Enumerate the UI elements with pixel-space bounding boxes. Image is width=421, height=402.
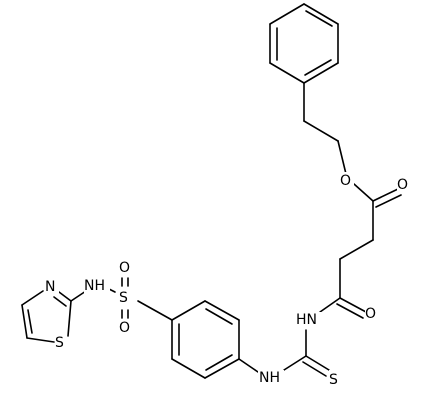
label-bg	[119, 290, 131, 308]
bond	[305, 355, 330, 371]
bond	[238, 358, 259, 373]
bond	[137, 300, 173, 321]
double-bond-second	[53, 296, 67, 307]
bond	[67, 300, 72, 337]
label-bg	[329, 370, 341, 386]
phenylene-ring	[171, 300, 240, 379]
label-bg	[340, 172, 354, 188]
atom-s-thiazole: S	[55, 335, 64, 351]
double-bond-inner	[205, 308, 233, 325]
bond	[58, 291, 72, 302]
bond	[171, 358, 206, 379]
double-bond-second	[302, 361, 327, 377]
atom-o-amide: O	[365, 306, 376, 322]
atom-nh-sulfonamide: NH	[84, 278, 105, 294]
bond	[21, 304, 28, 339]
bond	[339, 297, 367, 313]
bond	[26, 337, 55, 343]
label-bg	[365, 306, 379, 322]
atom-o-sulfonyl-bottom: O	[119, 320, 130, 336]
bond	[204, 300, 240, 321]
atom-o-ester: O	[340, 173, 351, 189]
double-bond-inner	[305, 10, 333, 27]
bond	[70, 290, 87, 302]
bond	[303, 3, 339, 25]
label-bg	[258, 370, 284, 386]
thiazole-ring	[21, 290, 72, 343]
bond	[283, 355, 307, 371]
atom-nh-aryl: NH	[259, 370, 280, 386]
atom-n-thiazole: N	[45, 279, 55, 295]
bond	[204, 358, 240, 379]
label-bg	[296, 312, 322, 328]
phenyl-ring	[269, 3, 339, 84]
bond	[339, 239, 374, 260]
atom-o-ester-carbonyl: O	[397, 177, 408, 193]
bond	[372, 188, 399, 202]
bond	[353, 183, 374, 202]
atom-nh-amide: HN	[296, 312, 317, 328]
label-bg	[119, 320, 133, 336]
double-bond-inner	[205, 354, 233, 371]
double-bond-second	[336, 303, 364, 319]
atom-s-sulfonyl: S	[119, 290, 128, 306]
label-bg	[84, 278, 110, 294]
bond	[303, 120, 339, 142]
label-bg	[397, 177, 411, 193]
bond	[269, 62, 305, 84]
label-bg	[119, 260, 133, 276]
double-bond-second	[375, 194, 402, 208]
label-bg	[45, 279, 59, 295]
atom-s-thiourea: S	[329, 372, 338, 388]
atom-labels: O O O HN S NH S O O NH N S	[45, 172, 411, 388]
bond	[171, 300, 206, 321]
atom-o-sulfonyl-top: O	[119, 260, 130, 276]
label-bg	[55, 334, 67, 350]
double-bond-inner	[304, 59, 332, 76]
bond	[303, 62, 339, 84]
bond	[337, 140, 347, 175]
bond	[21, 290, 44, 306]
bond	[319, 297, 341, 313]
double-bond-inner	[27, 309, 33, 334]
bond	[269, 3, 305, 25]
